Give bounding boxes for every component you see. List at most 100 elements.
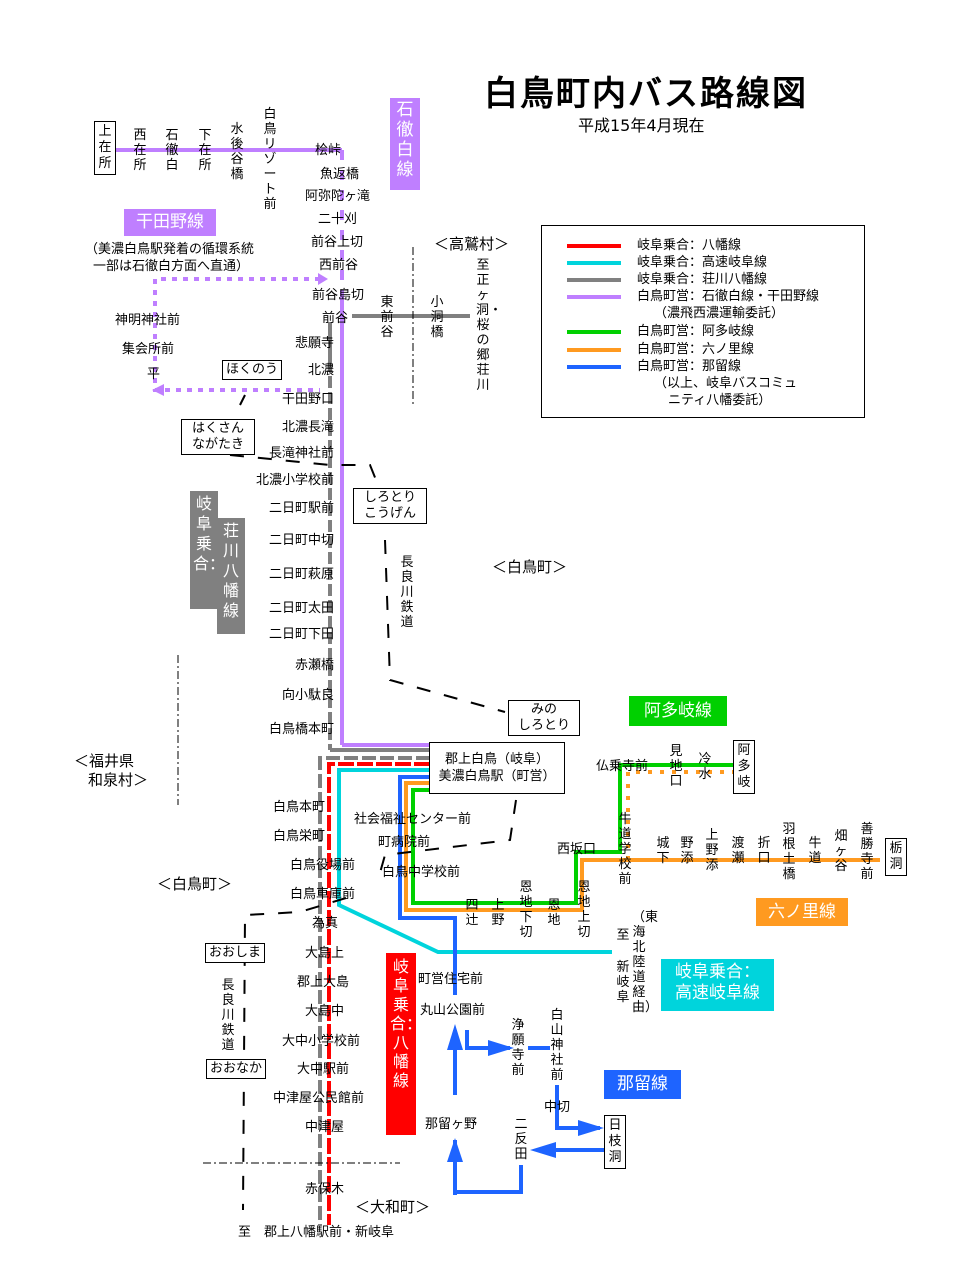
stop[interactable]: 白山神社前 bbox=[550, 1008, 564, 1083]
hidano-line bbox=[153, 277, 320, 392]
legend-swatch-kousoku bbox=[567, 261, 621, 265]
stop[interactable]: 上野 bbox=[491, 898, 505, 928]
stop[interactable]: 魚返橋 bbox=[320, 167, 360, 182]
stop[interactable]: 白鳥リゾート前 bbox=[263, 107, 277, 212]
rail-station-ooshima[interactable]: おおしま bbox=[205, 943, 266, 963]
stop[interactable]: 前谷島切 bbox=[312, 288, 365, 303]
stop[interactable]: 羽根土橋 bbox=[782, 822, 796, 882]
stop[interactable]: 城下 bbox=[656, 836, 670, 866]
stop[interactable]: 丸山公園前 bbox=[420, 1003, 486, 1018]
tag-hachiman: 岐阜乗合：八幡線 bbox=[386, 953, 422, 1135]
stop[interactable]: 善勝寺前 bbox=[860, 822, 874, 882]
stop-hiedabora[interactable]: 日枝洞 bbox=[604, 1115, 626, 1169]
stop[interactable]: 前谷上切 bbox=[311, 235, 364, 250]
stop[interactable]: 東前谷 bbox=[380, 295, 394, 340]
stop[interactable]: 小洞橋 bbox=[430, 295, 444, 340]
area-takasago: ＜高鷲村＞ bbox=[434, 235, 510, 253]
stop[interactable]: 悲願寺 bbox=[294, 336, 334, 351]
stop[interactable]: 赤保木 bbox=[305, 1182, 345, 1197]
stop[interactable]: 赤瀬橋 bbox=[294, 658, 334, 673]
map-subtitle: 平成15年4月現在 bbox=[578, 116, 705, 135]
stop[interactable]: 二反田 bbox=[514, 1117, 528, 1162]
tag-atagi: 阿多岐線 bbox=[629, 696, 727, 726]
stop[interactable]: 見地口 bbox=[669, 744, 683, 789]
stop[interactable]: 向小駄良 bbox=[281, 688, 334, 703]
stop[interactable]: 二日町下田 bbox=[268, 627, 334, 642]
stop[interactable]: 白鳥本町 bbox=[273, 800, 326, 815]
stop[interactable]: 二日町中切 bbox=[268, 533, 334, 548]
stop[interactable]: 白鳥栄町 bbox=[273, 829, 326, 844]
stop[interactable]: 中津屋公民館前 bbox=[273, 1091, 365, 1106]
stop[interactable]: 長滝神社前 bbox=[268, 446, 334, 461]
stop[interactable]: 仏乗寺前 bbox=[596, 759, 649, 774]
stop[interactable]: 桧峠 bbox=[315, 143, 342, 158]
stop[interactable]: 干田野口 bbox=[281, 392, 334, 407]
stop[interactable]: 中切 bbox=[544, 1100, 571, 1115]
stop[interactable]: 二日町太田 bbox=[268, 601, 334, 616]
stop[interactable]: 上野添 bbox=[705, 828, 719, 873]
stop[interactable]: 社会福祉センター前 bbox=[354, 812, 472, 827]
stop[interactable]: 白鳥役場前 bbox=[290, 858, 356, 873]
stop[interactable]: 神明神社前 bbox=[115, 313, 181, 328]
stop[interactable]: 中津屋 bbox=[305, 1120, 345, 1135]
stop[interactable]: 白鳥橋本町 bbox=[268, 722, 334, 737]
stop[interactable]: 為真 bbox=[312, 916, 339, 931]
stop[interactable]: 阿弥陀ヶ滝 bbox=[305, 189, 371, 204]
stop[interactable]: 浄願寺前 bbox=[511, 1018, 525, 1078]
rail-station-minoshirotori[interactable]: みの しろとり bbox=[508, 700, 580, 736]
stop[interactable]: 集会所前 bbox=[122, 342, 175, 357]
stop-tochibora[interactable]: 栃洞 bbox=[885, 838, 907, 876]
stop[interactable]: 恩地下切 bbox=[519, 880, 533, 940]
stop[interactable]: 水後谷橋 bbox=[230, 122, 244, 182]
stop[interactable]: 郡上大島 bbox=[297, 975, 350, 990]
rail-station-koogen[interactable]: しろとり こうげん bbox=[353, 488, 427, 524]
stop[interactable]: 恩地 bbox=[547, 898, 561, 928]
stop[interactable]: 折口 bbox=[757, 836, 771, 866]
stop[interactable]: 西前谷 bbox=[319, 258, 359, 273]
stop[interactable]: 牛道学校前 bbox=[618, 812, 632, 887]
nadome-arrow-4 bbox=[530, 1142, 556, 1158]
legend-note: （以上、岐阜バスコミュ bbox=[654, 376, 798, 391]
stop-kamizaisho[interactable]: 上在所 bbox=[94, 121, 116, 175]
rail-station-koogen-label: しろとり こうげん bbox=[363, 490, 416, 521]
stop[interactable]: 那留ヶ野 bbox=[425, 1117, 478, 1132]
stop[interactable]: 平 bbox=[147, 367, 161, 382]
rail-station-hokunou[interactable]: ほくのう bbox=[222, 360, 283, 380]
destination-shokawa: 至 正ヶ洞・桜の郷荘川 bbox=[476, 258, 503, 393]
stop[interactable]: 二日町駅前 bbox=[268, 501, 334, 516]
rail-station-oonaka[interactable]: おおなか bbox=[206, 1059, 267, 1079]
legend-swatch-rokunori bbox=[567, 348, 621, 352]
stop[interactable]: 北濃小学校前 bbox=[255, 473, 334, 488]
stop[interactable]: 大中小学校前 bbox=[282, 1034, 361, 1049]
stop[interactable]: 野添 bbox=[680, 836, 694, 866]
stop[interactable]: 畑ヶ谷 bbox=[834, 829, 848, 874]
stop[interactable]: 前谷 bbox=[322, 311, 349, 326]
stop[interactable]: 北濃 bbox=[307, 363, 334, 378]
stop[interactable]: 西坂口 bbox=[557, 842, 597, 857]
stop[interactable]: 四辻 bbox=[465, 898, 479, 928]
stop[interactable]: 白鳥車庫前 bbox=[290, 887, 356, 902]
stop[interactable]: 大島中 bbox=[305, 1004, 345, 1019]
terminal-station[interactable]: 郡上白鳥（岐阜） 美濃白鳥駅（町営） bbox=[429, 742, 565, 794]
stop[interactable]: 白鳥中学校前 bbox=[382, 865, 461, 880]
rail-station-hakusan[interactable]: はくさん ながたき bbox=[181, 419, 255, 455]
stop-atagi[interactable]: 阿多岐 bbox=[733, 740, 755, 794]
stop[interactable]: 大島上 bbox=[305, 946, 345, 961]
tag-kousoku-text: 岐阜乗合：高速岐阜線 bbox=[675, 962, 760, 1003]
stop[interactable]: 冷水 bbox=[698, 752, 712, 782]
stop[interactable]: 町営住宅前 bbox=[418, 972, 484, 987]
stop[interactable]: 渡瀬 bbox=[731, 836, 745, 866]
tag-nadome: 那留線 bbox=[604, 1070, 681, 1099]
stop[interactable]: 石徹白 bbox=[165, 128, 179, 173]
stop[interactable]: 二十刈 bbox=[318, 212, 358, 227]
stop[interactable]: 町病院前 bbox=[378, 835, 431, 850]
stop[interactable]: 大中駅前 bbox=[297, 1062, 350, 1077]
stop[interactable]: 恩地上切 bbox=[577, 880, 591, 940]
stop[interactable]: 下在所 bbox=[198, 128, 212, 173]
stop[interactable]: 牛道 bbox=[808, 836, 822, 866]
stop[interactable]: 二日町萩原 bbox=[268, 567, 334, 582]
stop[interactable]: 北濃長滝 bbox=[281, 420, 334, 435]
stop[interactable]: 西在所 bbox=[133, 128, 147, 173]
nadome-arrow-3 bbox=[578, 1120, 604, 1136]
